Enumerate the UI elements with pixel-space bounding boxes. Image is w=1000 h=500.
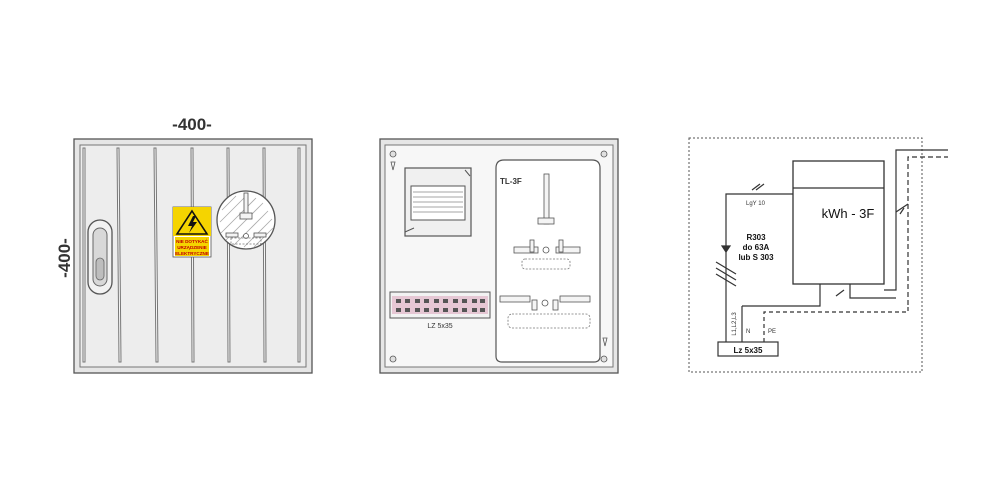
breaker-label-3: lub S 303	[738, 253, 774, 262]
terminal-block: LZ 5x35	[389, 291, 491, 330]
meter-board-label: TL-3F	[500, 177, 522, 186]
breaker-symbol	[715, 252, 743, 342]
kwh-meter-box	[792, 160, 885, 285]
supply-lines	[884, 149, 948, 305]
enclosure-boundary	[688, 137, 923, 373]
interior-view: TL-3F	[379, 138, 619, 374]
lgy-cable	[720, 183, 793, 254]
breaker-label-1: R303	[746, 233, 766, 242]
kwh-meter-label: kWh - 3F	[822, 206, 875, 221]
padlock-icon	[390, 161, 608, 347]
breaker-label-2: do 63A	[743, 243, 770, 252]
front-view: -400- -400- NIE DOTYKAĆ	[55, 115, 313, 374]
phase-label: L1,L2,L3	[732, 312, 738, 336]
warning-line-2: URZĄDZENIE	[177, 245, 207, 250]
warning-line-1: NIE DOTYKAĆ	[176, 237, 208, 244]
door-handle	[87, 219, 113, 295]
height-dimension-label: -400-	[55, 238, 74, 278]
meter-window	[216, 190, 276, 250]
breaker-enclosure	[404, 167, 472, 237]
warning-line-3: ELEKTRYCZNE	[175, 251, 209, 256]
meter-board: TL-3F	[495, 159, 601, 363]
pe-label: PE	[768, 329, 776, 335]
terminal-label: Lz 5x35	[734, 346, 763, 355]
terminal-box	[717, 341, 779, 357]
cable-label: LgY 10	[746, 201, 766, 207]
width-dimension-label: -400-	[172, 115, 212, 134]
corner-screws	[389, 150, 608, 363]
warning-sign: NIE DOTYKAĆ URZĄDZENIE ELEKTRYCZNE	[172, 206, 212, 258]
neutral-label: N	[746, 329, 750, 335]
door-ribs	[82, 147, 301, 363]
terminal-block-label: LZ 5x35	[427, 323, 452, 330]
wiring-schematic: kWh - 3F LgY 10	[688, 137, 948, 373]
meter-wiring	[742, 284, 909, 342]
